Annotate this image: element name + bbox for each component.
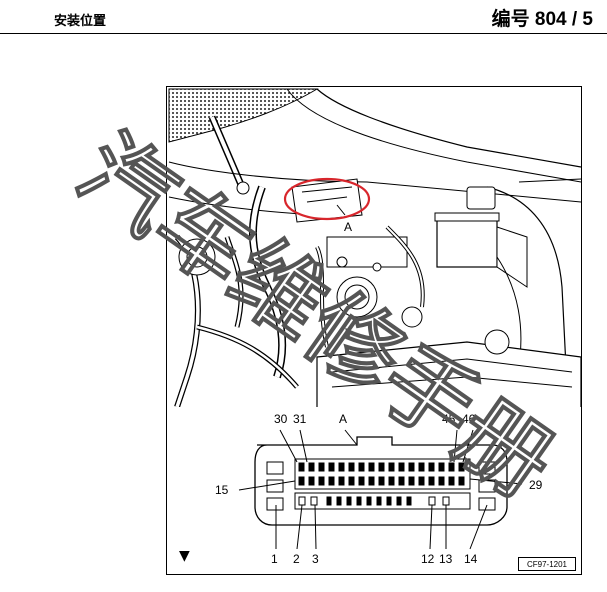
figure-code: CF97-1201 [518,557,576,571]
highlight-ring [283,177,371,221]
callout-letter: A [344,220,352,234]
installation-figure: A [166,86,582,575]
section-title: 安装位置 [54,14,107,29]
document-number: 编号 804 / 5 [491,9,593,30]
header-divider [0,33,607,34]
orientation-arrow-icon: ▼ [179,548,190,564]
engine-bay-illustration: A [168,88,581,413]
